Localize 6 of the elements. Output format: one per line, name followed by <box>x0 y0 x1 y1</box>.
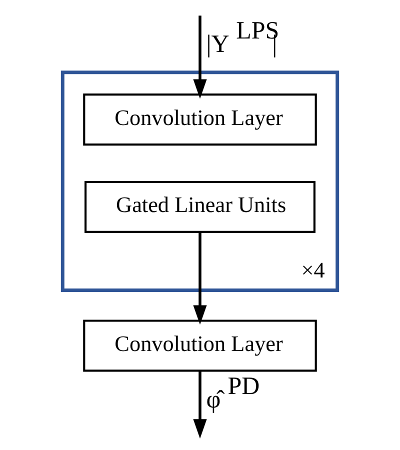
arrow <box>193 232 207 325</box>
arrow <box>193 370 207 439</box>
node-box: Convolution Layer <box>83 320 317 372</box>
node-box: Convolution Layer <box>83 94 317 146</box>
arrow <box>193 16 207 99</box>
node-box: Gated Linear Units <box>84 180 316 233</box>
